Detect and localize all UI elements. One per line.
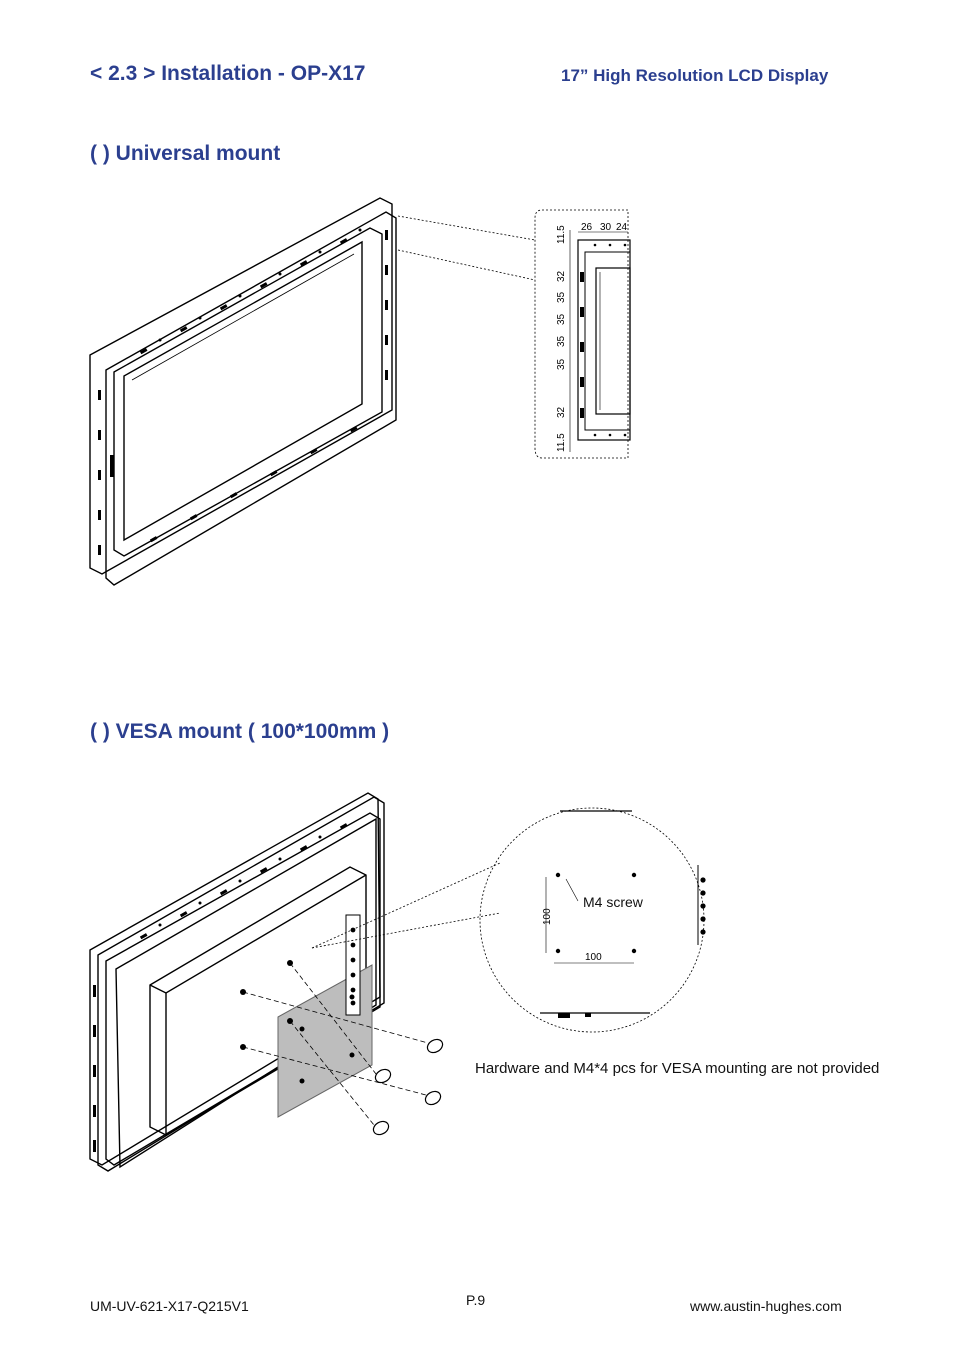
product-name: 17” High Resolution LCD Display xyxy=(561,66,829,85)
dim-side-3: 35 xyxy=(556,291,567,303)
vesa-mount-heading: ( ) VESA mount ( 100*100mm ) xyxy=(90,720,390,743)
dim-top-2: 30 xyxy=(600,222,612,233)
dim-side-6: 35 xyxy=(556,358,567,370)
dim-side-1: 11.5 xyxy=(556,225,567,244)
m4-screw-label: M4 screw xyxy=(583,894,644,910)
dim-side-8: 11.5 xyxy=(556,433,567,452)
footer-page-number: P.9 xyxy=(466,1292,486,1308)
dim-side-7: 32 xyxy=(556,406,567,418)
vesa-mount-diagram: M4 screw 100 100 xyxy=(89,792,706,1172)
universal-mount-diagram: 26 30 24 11.5 32 35 35 35 35 32 11.5 xyxy=(89,197,631,586)
dim-side-5: 35 xyxy=(556,335,567,347)
dim-side-2: 32 xyxy=(556,270,567,282)
section-title: < 2.3 > Installation - OP-X17 xyxy=(90,62,366,85)
dim-top-3: 24 xyxy=(616,222,628,233)
dim-side-4: 35 xyxy=(556,313,567,325)
vesa-hardware-note: Hardware and M4*4 pcs for VESA mounting … xyxy=(475,1060,880,1077)
footer-website[interactable]: www.austin-hughes.com xyxy=(690,1298,842,1314)
dim-vertical-100: 100 xyxy=(542,908,553,925)
universal-mount-heading: ( ) Universal mount xyxy=(90,142,281,165)
dim-top-1: 26 xyxy=(581,222,593,233)
dim-horizontal-100: 100 xyxy=(585,952,602,963)
footer-doc-id: UM-UV-621-X17-Q215V1 xyxy=(90,1298,249,1314)
